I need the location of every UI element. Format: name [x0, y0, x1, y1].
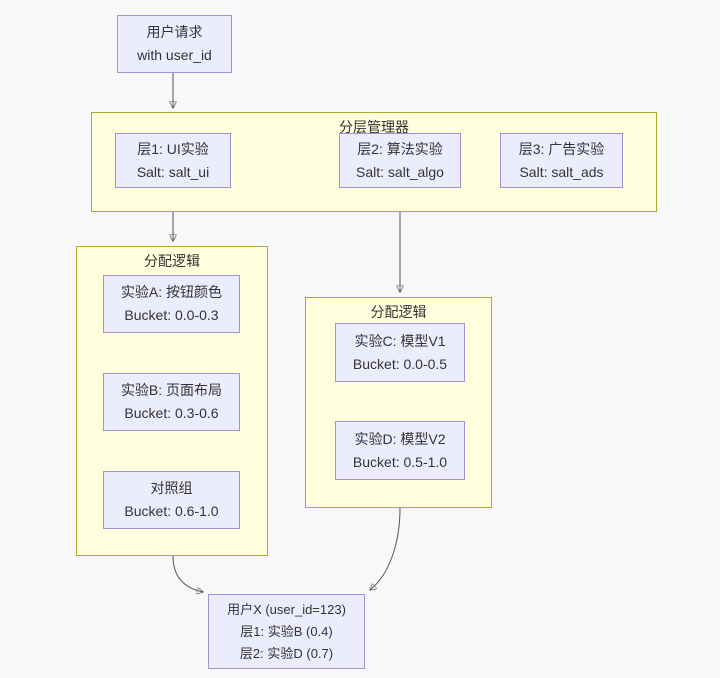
- experiment-b-line2: Bucket: 0.3-0.6: [124, 405, 219, 421]
- algo-allocation-title: 分配逻辑: [370, 304, 427, 320]
- layer2-line2: Salt: salt_algo: [356, 163, 444, 180]
- experiment-b-node: 实验B: 页面布局 Bucket: 0.3-0.6: [103, 373, 240, 431]
- experiment-d-line1: 实验D: 模型V2: [354, 430, 446, 447]
- experiment-a-line1: 实验A: 按钮颜色: [120, 284, 223, 300]
- experiment-a-line2: Bucket: 0.0-0.3: [124, 307, 219, 323]
- layer3-line2: Salt: salt_ads: [519, 163, 604, 180]
- experiment-c-line1: 实验C: 模型V1: [354, 332, 446, 349]
- layer3-line1: 层3: 广告实验: [518, 140, 605, 157]
- control-group-node: 对照组 Bucket: 0.6-1.0: [103, 471, 240, 529]
- experiment-c-line2: Bucket: 0.0-0.5: [352, 355, 448, 372]
- user-request-line2: with user_id: [137, 47, 212, 63]
- layer2-node: 层2: 算法实验 Salt: salt_algo: [339, 133, 461, 188]
- experiment-d-line2: Bucket: 0.5-1.0: [352, 453, 448, 470]
- result-node: 用户X (user_id=123) 层1: 实验B (0.4) 层2: 实验D …: [208, 594, 365, 669]
- experiment-b-line1: 实验B: 页面布局: [120, 382, 223, 398]
- experiment-d-node: 实验D: 模型V2 Bucket: 0.5-1.0: [335, 421, 465, 480]
- result-line3: 层2: 实验D (0.7): [239, 645, 334, 661]
- layer3-node: 层3: 广告实验 Salt: salt_ads: [500, 133, 623, 188]
- ui-allocation-title: 分配逻辑: [144, 253, 200, 269]
- layer2-line1: 层2: 算法实验: [357, 140, 443, 157]
- layer1-node: 层1: UI实验 Salt: salt_ui: [115, 133, 231, 188]
- experiment-c-node: 实验C: 模型V1 Bucket: 0.0-0.5: [335, 323, 465, 382]
- edge-algo-allocation-to-result: [370, 507, 401, 590]
- experiment-a-node: 实验A: 按钮颜色 Bucket: 0.0-0.3: [103, 275, 240, 333]
- user-request-node: 用户请求 with user_id: [117, 15, 232, 73]
- control-group-line1: 对照组: [150, 480, 193, 496]
- layer1-line2: Salt: salt_ui: [136, 163, 210, 180]
- control-group-line2: Bucket: 0.6-1.0: [124, 503, 219, 519]
- layer-manager-title: 分层管理器: [339, 119, 409, 135]
- edge-ui-allocation-to-result: [172, 555, 203, 592]
- layer1-line1: 层1: UI实验: [137, 140, 209, 157]
- result-line1: 用户X (user_id=123): [227, 601, 346, 617]
- result-line2: 层1: 实验B (0.4): [240, 623, 333, 639]
- user-request-line1: 用户请求: [146, 24, 203, 40]
